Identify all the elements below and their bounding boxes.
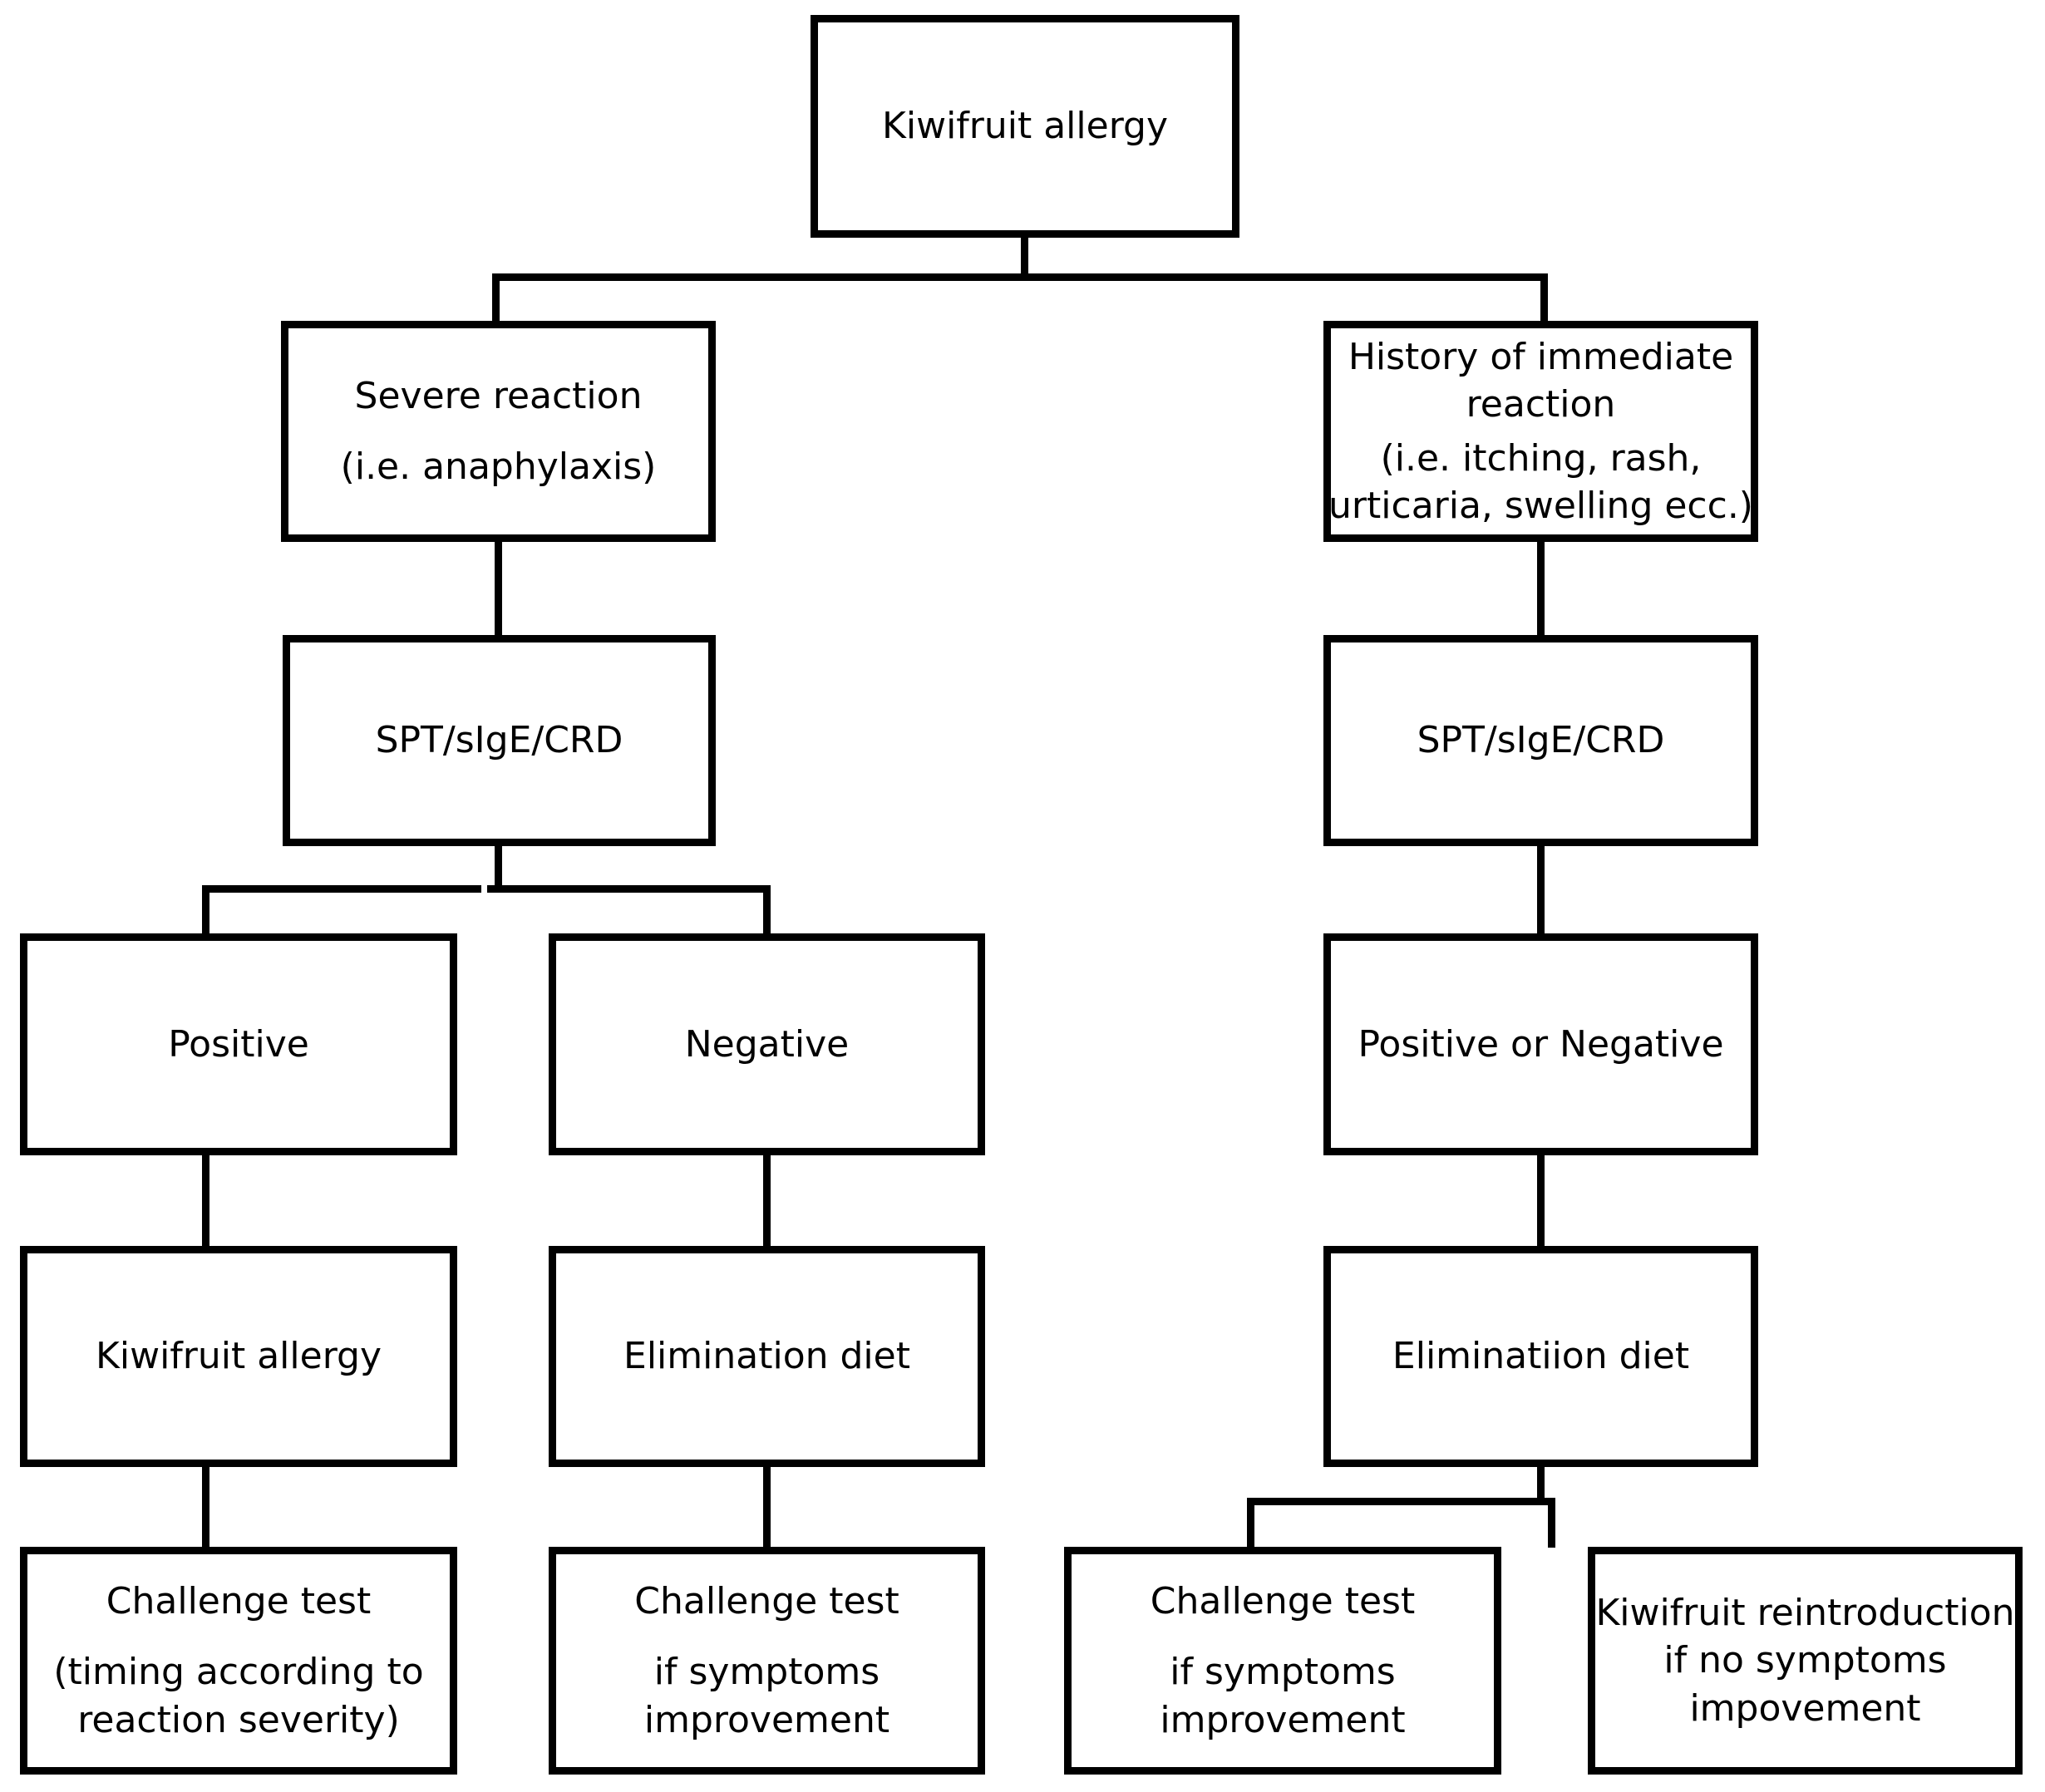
node-challenge-test-symptoms-right-line-0: Challenge test: [1150, 1580, 1416, 1623]
edge-sptright-to-posneg: [1537, 844, 1545, 938]
node-spt-right[interactable]: SPT/sIgE/CRD: [1323, 635, 1758, 846]
node-history-immediate-line-0: History of immediate: [1348, 336, 1734, 378]
node-negative-line-0: Negative: [684, 1022, 850, 1066]
edge-elimination-to-reintroduction: [1548, 1498, 1555, 1548]
edge-history-to-spt: [1537, 540, 1545, 637]
node-kiwifruit-allergy-dx-line-0: Kiwifruit allergy: [96, 1335, 382, 1378]
edge-root-to-history: [1540, 273, 1548, 323]
node-severe-reaction-line-0: Severe reaction: [354, 374, 643, 417]
node-positive-line-0: Positive: [168, 1022, 309, 1066]
edge-sptleft-split-bar: [202, 885, 481, 893]
node-positive[interactable]: Positive: [20, 933, 457, 1155]
node-root[interactable]: Kiwifruit allergy: [811, 15, 1239, 238]
edge-dx-to-challenge: [202, 1465, 209, 1550]
edge-positive-to-dx: [202, 1154, 209, 1248]
edge-sptleft-to-positive: [202, 885, 209, 935]
edge-sptleft-to-negative: [763, 885, 771, 935]
node-elimination-diet-left[interactable]: Elimination diet: [549, 1246, 985, 1467]
node-negative[interactable]: Negative: [549, 933, 985, 1155]
edge-elimination-to-challenge: [763, 1465, 771, 1550]
edge-sptleft-split-bar-right: [487, 885, 771, 893]
node-positive-or-negative[interactable]: Positive or Negative: [1323, 933, 1758, 1155]
node-elimination-diet-right[interactable]: Eliminatiion diet: [1323, 1246, 1758, 1467]
node-history-immediate-line-3: (i.e. itching, rash,: [1380, 436, 1702, 480]
edge-root-split-bar: [492, 273, 1548, 281]
node-kiwifruit-reintroduction-line-0: Kiwifruit reintroduction: [1595, 1592, 2015, 1635]
node-challenge-test-symptoms-left-line-2: if symptoms: [653, 1651, 880, 1694]
node-severe-reaction-line-2: (i.e. anaphylaxis): [340, 446, 657, 488]
node-kiwifruit-allergy-dx[interactable]: Kiwifruit allergy: [20, 1246, 457, 1467]
node-challenge-test-symptoms-left-line-3: improvement: [643, 1698, 890, 1741]
edge-elimination-right-stem: [1537, 1465, 1545, 1505]
node-history-immediate-line-4: urticaria, swelling ecc.): [1328, 484, 1753, 527]
node-challenge-test-timing-line-0: Challenge test: [106, 1580, 372, 1623]
edge-root-stem: [1021, 237, 1028, 280]
edge-root-to-severe: [492, 273, 500, 323]
edge-sptleft-stem: [495, 844, 502, 892]
node-spt-left-line-0: SPT/sIgE/CRD: [375, 719, 623, 762]
edge-negative-to-elimination: [763, 1154, 771, 1248]
node-root-line-0: Kiwifruit allergy: [882, 105, 1168, 148]
edge-severe-to-spt: [495, 540, 502, 637]
node-challenge-test-symptoms-right-line-3: improvement: [1160, 1698, 1406, 1741]
node-kiwifruit-reintroduction-line-1: if no symptoms: [1663, 1639, 1947, 1682]
node-positive-or-negative-line-0: Positive or Negative: [1358, 1022, 1724, 1066]
node-spt-left[interactable]: SPT/sIgE/CRD: [283, 635, 716, 846]
node-challenge-test-timing-line-3: reaction severity): [77, 1698, 400, 1741]
node-elimination-diet-right-line-0: Eliminatiion diet: [1392, 1335, 1690, 1378]
node-challenge-test-symptoms-right[interactable]: Challenge test if symptoms improvement: [1064, 1547, 1501, 1775]
node-challenge-test-symptoms-left[interactable]: Challenge test if symptoms improvement: [549, 1547, 985, 1775]
node-challenge-test-symptoms-left-line-0: Challenge test: [634, 1580, 899, 1623]
node-challenge-test-timing-line-2: (timing according to: [53, 1651, 424, 1694]
node-severe-reaction[interactable]: Severe reaction (i.e. anaphylaxis): [281, 321, 716, 542]
node-kiwifruit-reintroduction-line-2: impovement: [1689, 1686, 1921, 1730]
node-kiwifruit-reintroduction[interactable]: Kiwifruit reintroduction if no symptoms …: [1588, 1547, 2023, 1775]
node-history-immediate-line-1: reaction: [1466, 383, 1616, 426]
edge-posneg-to-elimination: [1537, 1154, 1545, 1248]
node-challenge-test-symptoms-right-line-2: if symptoms: [1170, 1651, 1396, 1694]
node-elimination-diet-left-line-0: Elimination diet: [623, 1335, 910, 1378]
node-history-immediate[interactable]: History of immediate reaction (i.e. itch…: [1323, 321, 1758, 542]
edge-elimination-to-challenge-right: [1247, 1498, 1254, 1548]
node-challenge-test-timing[interactable]: Challenge test (timing according to reac…: [20, 1547, 457, 1775]
edge-elimination-right-split-bar: [1247, 1498, 1555, 1505]
node-spt-right-line-0: SPT/sIgE/CRD: [1417, 719, 1665, 762]
